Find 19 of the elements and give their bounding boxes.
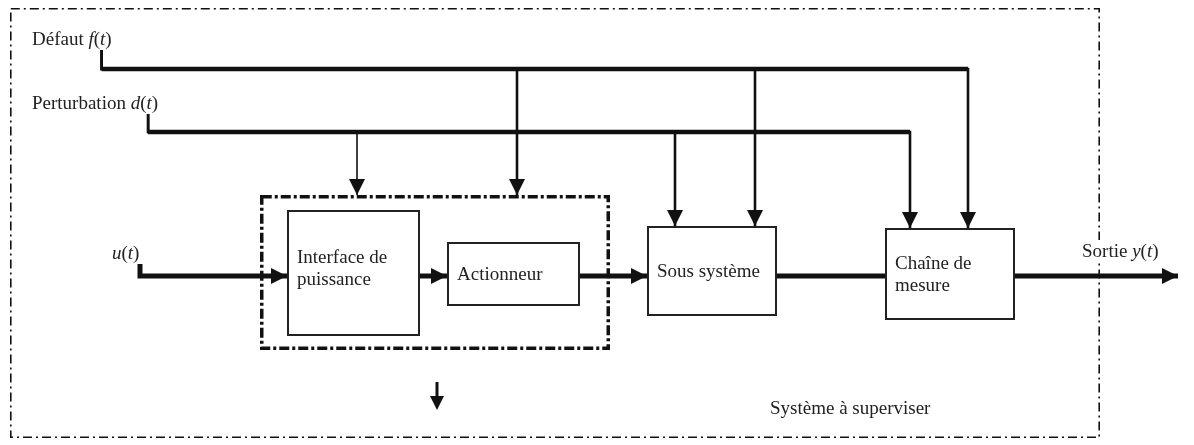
block-label: Interface de puissance: [296, 246, 389, 290]
signal-label: Perturbation d(t): [32, 92, 159, 114]
arrow: [137, 264, 287, 284]
arrow: [100, 50, 976, 228]
block-label: Actionneur: [456, 263, 544, 285]
block-label: Sous système: [656, 260, 761, 282]
boundary-label: Système à superviser: [770, 397, 931, 419]
arrow: [580, 268, 647, 284]
process-block: [647, 226, 777, 316]
arrow: [1015, 268, 1178, 284]
edge-label: Sortie y(t): [1080, 240, 1161, 262]
process-block: [447, 242, 580, 306]
block-label: Chaîne de mesure: [894, 252, 973, 296]
signal-label: Défaut f(t): [32, 28, 112, 50]
process-block: [885, 228, 1015, 320]
signal-label: u(t): [112, 242, 140, 264]
arrow: [146, 114, 918, 228]
arrow: [420, 268, 447, 284]
process-block: [287, 210, 420, 336]
